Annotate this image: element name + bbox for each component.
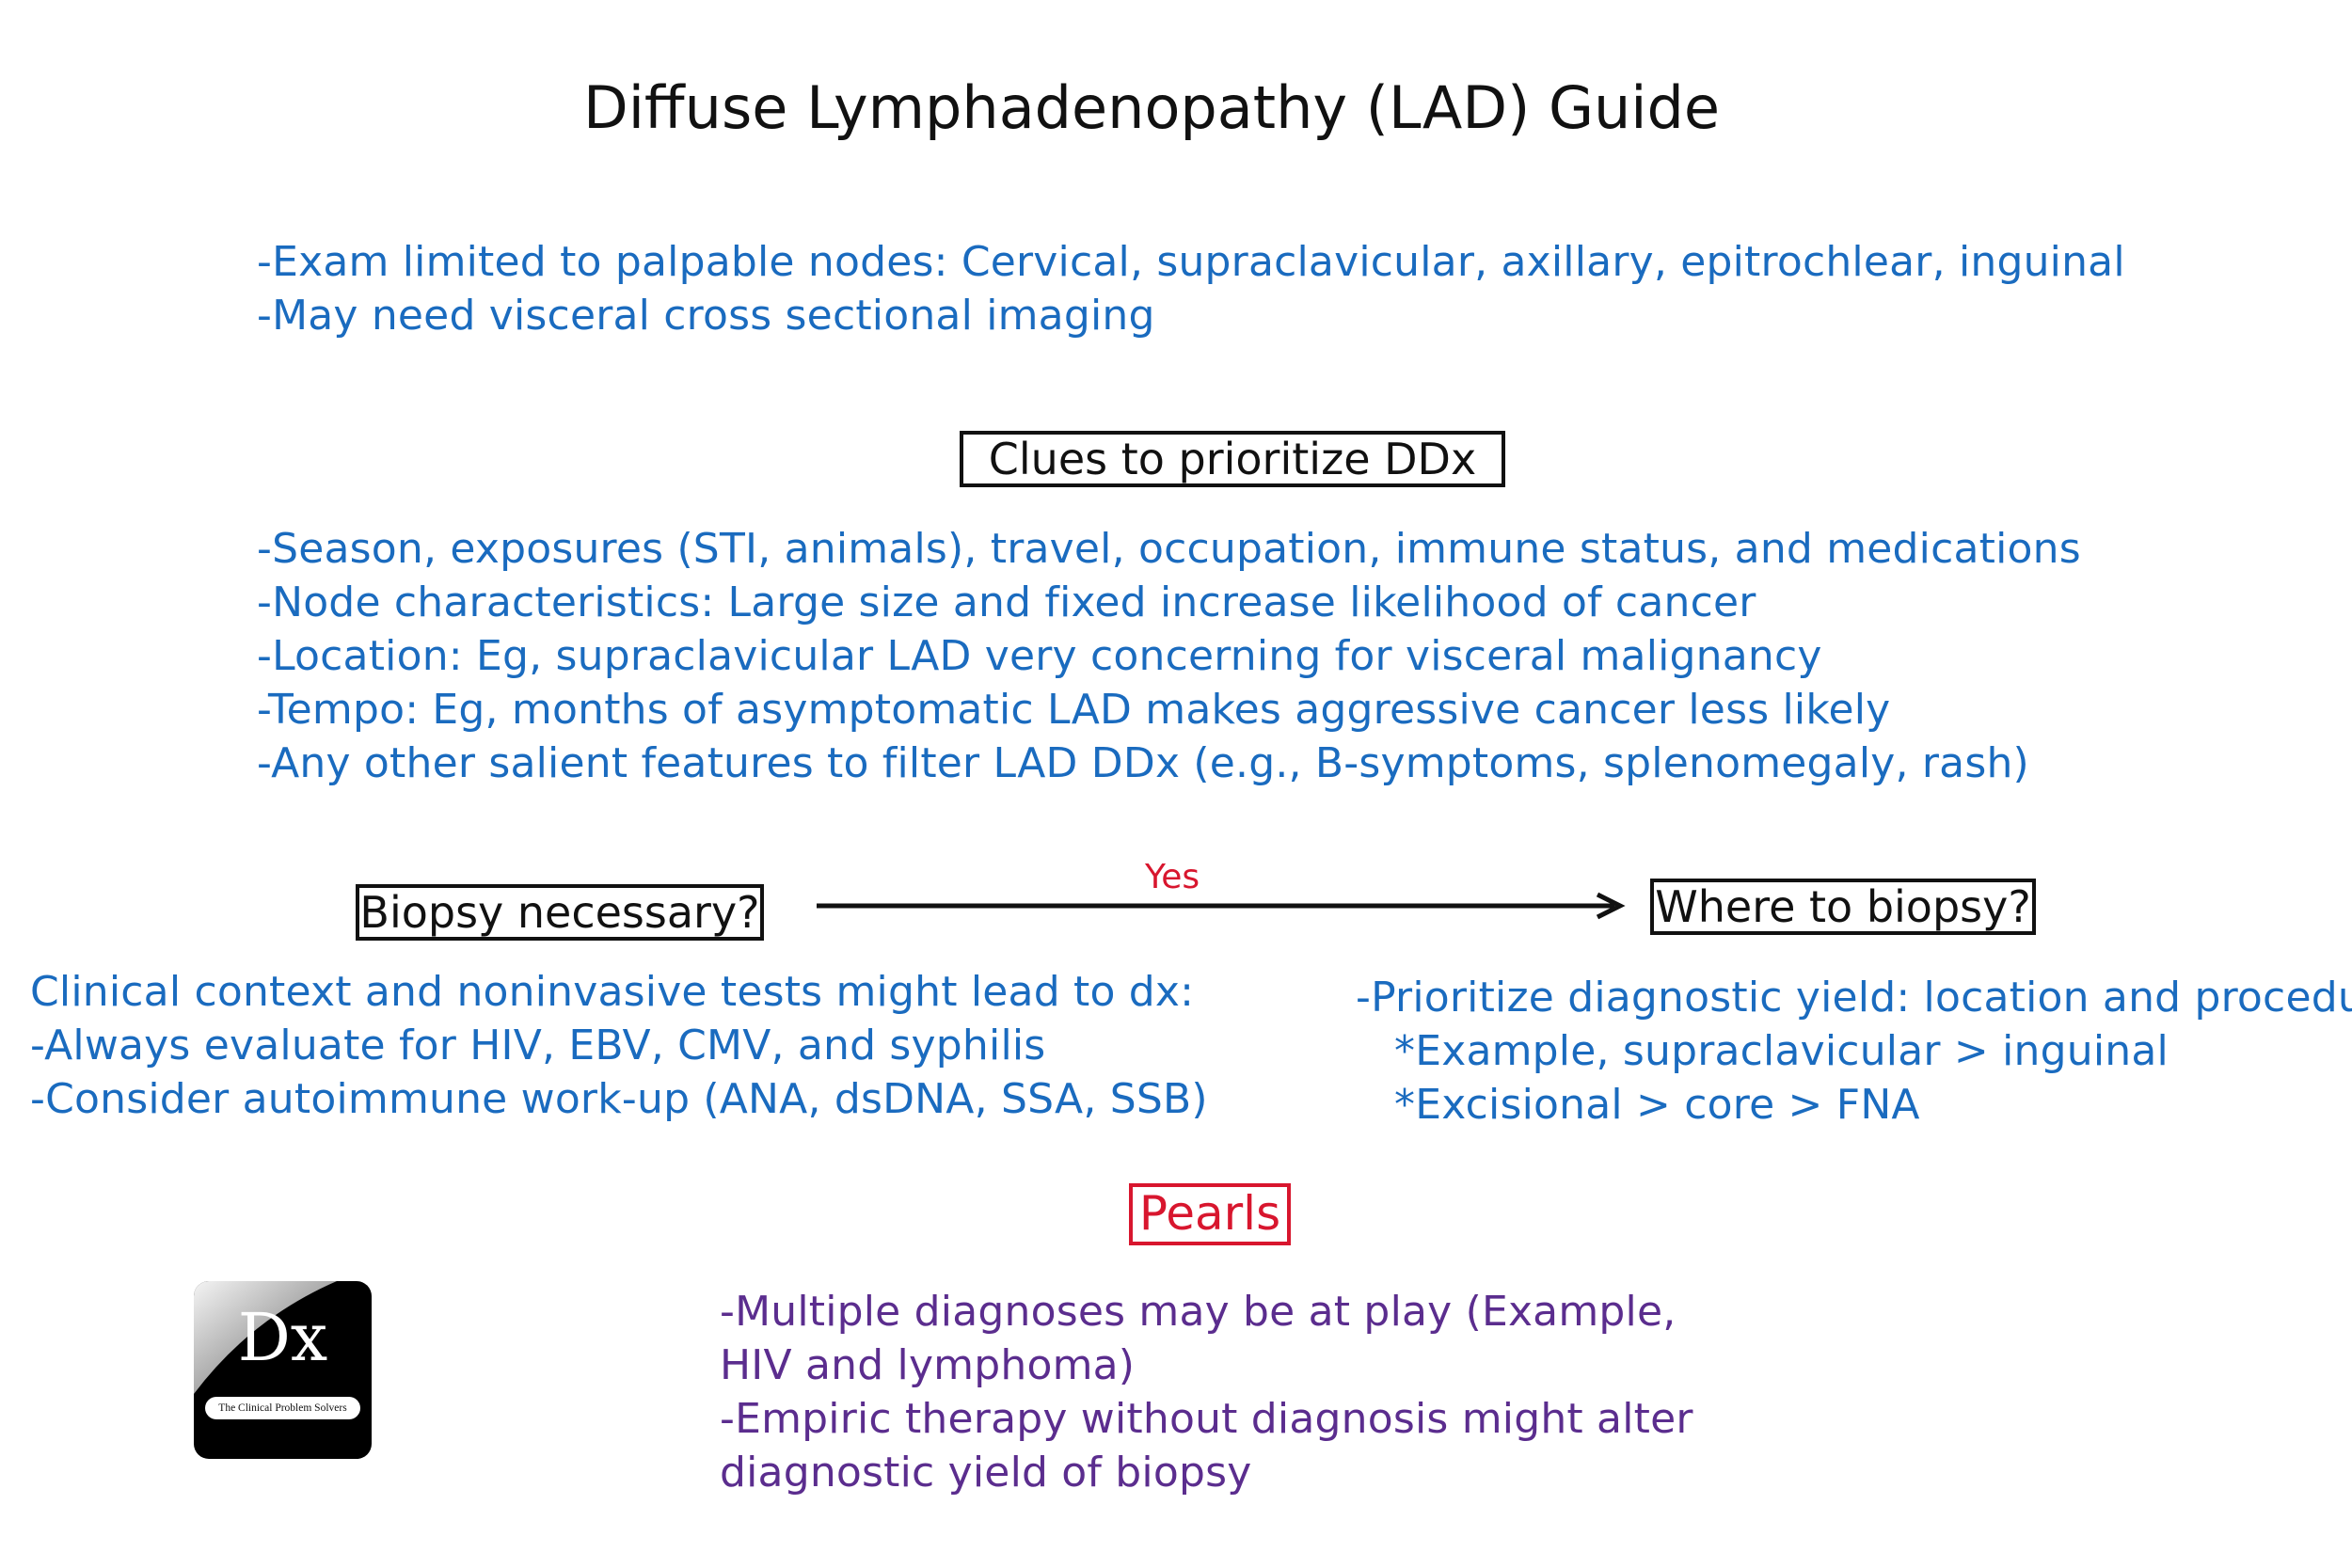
clues-line-location: -Location: Eg, supraclavicular LAD very … bbox=[257, 632, 1822, 680]
yes-arrow-head bbox=[1596, 892, 1626, 920]
biopsy-necessary-box: Biopsy necessary? bbox=[356, 884, 764, 941]
where-line-diagnostic-yield: -Prioritize diagnostic yield: location a… bbox=[1356, 974, 2352, 1022]
pearls-heading: Pearls bbox=[1138, 1186, 1281, 1241]
intro-line-imaging: -May need visceral cross sectional imagi… bbox=[257, 292, 1155, 340]
pearls-heading-box: Pearls bbox=[1129, 1183, 1291, 1245]
clues-heading: Clues to prioritize DDx bbox=[988, 434, 1477, 484]
yes-arrow bbox=[817, 892, 1626, 920]
pearls-line-empiric-therapy: -Empiric therapy without diagnosis might… bbox=[720, 1395, 1693, 1443]
pearls-line-diagnostic-yield: diagnostic yield of biopsy bbox=[720, 1449, 1252, 1497]
clues-heading-box: Clues to prioritize DDx bbox=[960, 431, 1505, 487]
clues-line-season: -Season, exposures (STI, animals), trave… bbox=[257, 525, 2081, 573]
yes-arrow-label: Yes bbox=[1145, 858, 1200, 896]
clues-line-tempo: -Tempo: Eg, months of asymptomatic LAD m… bbox=[257, 686, 1891, 734]
pearls-line-multiple-diagnoses: -Multiple diagnoses may be at play (Exam… bbox=[720, 1288, 1677, 1336]
intro-line-exam: -Exam limited to palpable nodes: Cervica… bbox=[257, 238, 2125, 286]
biopsy-line-clinical-context: Clinical context and noninvasive tests m… bbox=[30, 968, 1195, 1016]
where-line-procedure-order: *Excisional > core > FNA bbox=[1394, 1081, 1920, 1129]
clues-line-other-features: -Any other salient features to filter LA… bbox=[257, 739, 2029, 787]
logo-mark: Dx bbox=[237, 1299, 328, 1376]
biopsy-line-autoimmune: -Consider autoimmune work-up (ANA, dsDNA… bbox=[30, 1075, 1208, 1123]
logo-shine bbox=[194, 1281, 337, 1394]
clues-line-node-characteristics: -Node characteristics: Large size and fi… bbox=[257, 578, 1756, 626]
pearls-line-hiv-lymphoma: HIV and lymphoma) bbox=[720, 1341, 1136, 1389]
where-to-biopsy-box: Where to biopsy? bbox=[1650, 879, 2036, 935]
logo-caption: The Clinical Problem Solvers bbox=[205, 1397, 360, 1419]
clinical-problem-solvers-logo: Dx The Clinical Problem Solvers bbox=[194, 1281, 372, 1459]
page-title: Diffuse Lymphadenopathy (LAD) Guide bbox=[582, 73, 1721, 142]
where-line-example-location: *Example, supraclavicular > inguinal bbox=[1394, 1027, 2169, 1075]
biopsy-necessary-heading: Biopsy necessary? bbox=[359, 887, 760, 938]
biopsy-line-evaluate-infections: -Always evaluate for HIV, EBV, CMV, and … bbox=[30, 1022, 1046, 1069]
where-to-biopsy-heading: Where to biopsy? bbox=[1655, 881, 2031, 932]
